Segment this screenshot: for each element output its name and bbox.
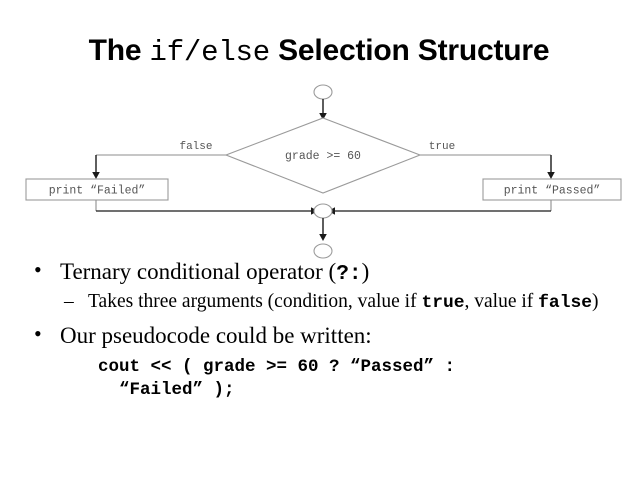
bullet-marker: • — [34, 257, 42, 282]
arrowhead-into-end — [319, 234, 327, 241]
process-box-true-text: print “Passed” — [504, 185, 601, 198]
page-title: The if/else Selection Structure — [0, 34, 638, 69]
bullet-ternary-operator: • Ternary conditional operator (?:) — [0, 257, 638, 288]
keyword-false-token: false — [538, 292, 592, 313]
subbullet-part1: Takes three arguments (condition, value … — [88, 290, 422, 312]
subbullet-marker: – — [64, 290, 74, 312]
process-box-false-text: print “Failed” — [49, 185, 146, 198]
title-prefix: The — [88, 34, 150, 67]
bullet-pseudocode-text: Our pseudocode could be written: — [60, 323, 372, 349]
subbullet-part3: ) — [592, 290, 599, 312]
subbullet-part2: , value if — [464, 290, 539, 312]
bullet-text-before: Ternary conditional operator ( — [60, 259, 337, 284]
branch-label-false: false — [179, 141, 212, 153]
end-terminator-icon — [313, 243, 333, 259]
arrowhead-into-true-box — [547, 172, 555, 179]
arrowhead-into-decision — [319, 113, 327, 120]
arrowhead-into-false-box — [92, 172, 100, 179]
keyword-true-token: true — [421, 292, 465, 313]
title-suffix: Selection Structure — [269, 34, 550, 67]
slide-body: • Ternary conditional operator (?:) –Take… — [0, 257, 638, 403]
process-box-true — [482, 178, 622, 201]
bullet-marker: • — [34, 321, 42, 347]
flowchart-diagram: grade >= 60 false true print “Failed” pr… — [0, 80, 638, 265]
bullet-pseudocode-intro: • Our pseudocode could be written: — [0, 321, 638, 350]
subbullet-three-arguments: –Takes three arguments (condition, value… — [0, 290, 638, 315]
process-box-false — [25, 178, 169, 201]
merge-connector-icon — [313, 203, 333, 219]
title-keyword-ifelse: if/else — [149, 36, 271, 69]
decision-diamond — [224, 117, 422, 194]
bullet-text-after: ) — [361, 259, 370, 284]
ternary-operator-token: ?: — [336, 262, 362, 286]
start-terminator-icon — [313, 84, 333, 100]
code-snippet: cout << ( grade >= 60 ? “Passed” : “Fail… — [98, 357, 456, 401]
decision-text: grade >= 60 — [285, 150, 361, 163]
branch-label-true: true — [429, 141, 455, 153]
